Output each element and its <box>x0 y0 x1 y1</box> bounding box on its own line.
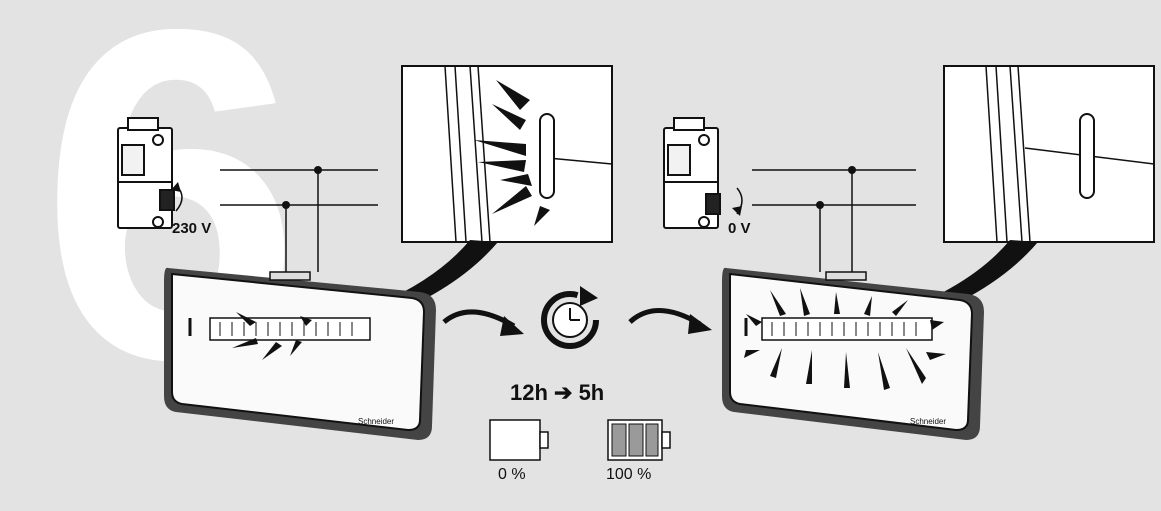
svg-text:Schneider: Schneider <box>910 417 946 426</box>
wiring-left <box>220 169 378 272</box>
voltage-label-0v: 0 V <box>728 220 751 237</box>
zoom-callout-right <box>943 65 1155 243</box>
battery-empty-icon <box>489 419 549 461</box>
battery-empty-label: 0 % <box>498 466 526 483</box>
circuit-breaker-icon-left <box>117 117 175 229</box>
voltage-label-230v: 230 V <box>172 220 212 237</box>
svg-text:Schneider: Schneider <box>358 417 394 426</box>
battery-full-icon <box>607 419 671 461</box>
zoom-connector-left <box>300 240 498 340</box>
clock-refresh-icon <box>541 286 599 349</box>
wiring-right <box>752 169 916 272</box>
battery-full-label: 100 % <box>606 466 652 483</box>
emergency-light-left: Schneider <box>164 267 436 440</box>
zoom-callout-left <box>401 65 613 243</box>
charge-duration-label: 12h ➔ 5h <box>510 380 605 405</box>
emergency-light-right: Schneider <box>722 267 984 440</box>
zoom-connector-right <box>840 240 1038 340</box>
circuit-breaker-icon-right <box>663 117 721 229</box>
